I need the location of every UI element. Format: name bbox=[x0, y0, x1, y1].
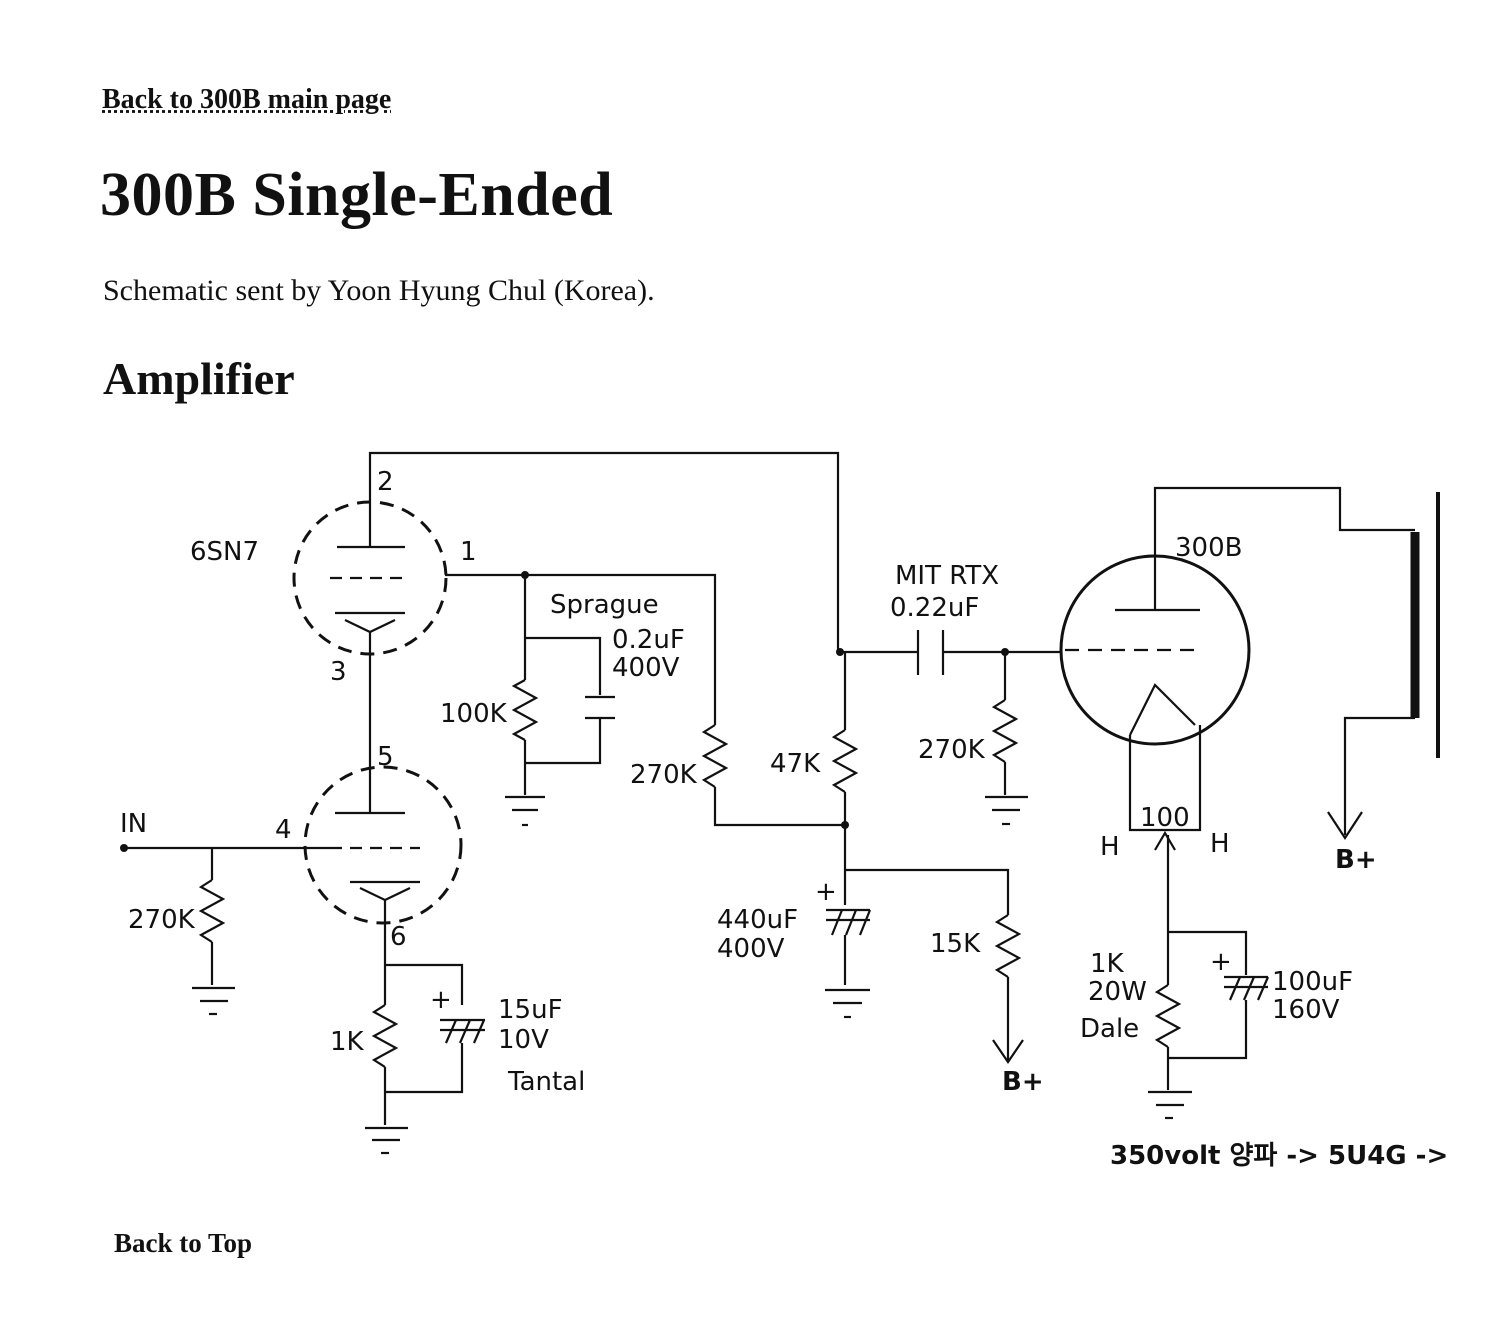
label-r-270k-mid: 270K bbox=[630, 760, 698, 790]
wire-sprague-bottom bbox=[525, 718, 602, 765]
arrow-bplus-right bbox=[1327, 811, 1363, 841]
junction-grid bbox=[521, 571, 529, 579]
label-c-cathode-voltage: 10V bbox=[498, 1025, 549, 1055]
label-r-grid-300b: 270K bbox=[918, 735, 986, 765]
cathode-upper-heater bbox=[344, 619, 396, 634]
resistor-1k-bias bbox=[1154, 984, 1182, 1048]
cap-15-plate2 bbox=[440, 1019, 486, 1044]
label-c-440-value: 440uF bbox=[717, 905, 798, 935]
cap-100-plate2 bbox=[1224, 976, 1270, 1001]
label-bplus-mid: B+ bbox=[1002, 1067, 1044, 1097]
wire-bias-cap-top bbox=[1168, 930, 1248, 975]
wire-filament-loop bbox=[1128, 725, 1202, 832]
label-pin-5: 5 bbox=[377, 742, 394, 772]
wire-cathode-cap-top bbox=[385, 963, 464, 1005]
label-r-hum: 100 bbox=[1140, 803, 1190, 833]
arrow-bplus-mid bbox=[992, 1039, 1024, 1064]
label-pin-1: 1 bbox=[460, 537, 477, 567]
label-pin-6: 6 bbox=[390, 922, 407, 952]
label-c-cathode-type: Tantal bbox=[507, 1067, 585, 1097]
section-heading: Amplifier bbox=[103, 353, 295, 404]
label-r-47k: 47K bbox=[770, 749, 821, 779]
label-plus-15: + bbox=[430, 985, 452, 1015]
resistor-15k bbox=[994, 914, 1022, 978]
label-coupling-brand: MIT RTX bbox=[895, 561, 999, 591]
label-pin-4: 4 bbox=[275, 815, 292, 845]
resistor-270k-grid bbox=[991, 699, 1019, 763]
wire-270k-mid-bottom bbox=[713, 787, 845, 827]
wire-cathode-cap-bottom bbox=[385, 1043, 464, 1094]
label-sprague-value: 0.2uF bbox=[612, 625, 685, 655]
label-sprague-voltage: 400V bbox=[612, 653, 680, 683]
hum-pot-wiper bbox=[1154, 830, 1176, 851]
resistor-270k-mid bbox=[701, 724, 729, 788]
label-c-bias-voltage: 160V bbox=[1272, 995, 1340, 1025]
label-sprague-brand: Sprague bbox=[550, 590, 659, 620]
resistor-100k bbox=[511, 679, 539, 741]
label-supply-note: 350volt 양파 -> 5U4G -> bbox=[1110, 1141, 1448, 1171]
label-r-plate1: 100K bbox=[440, 699, 508, 729]
label-r-15k: 15K bbox=[930, 929, 981, 959]
label-r-cathode: 1K bbox=[330, 1027, 365, 1057]
label-c-bias-value: 100uF bbox=[1272, 967, 1353, 997]
cathode-lower-heater bbox=[359, 887, 411, 902]
resistor-47k bbox=[831, 729, 859, 793]
filament-300b bbox=[1129, 683, 1196, 736]
resistor-270k-in bbox=[198, 879, 226, 943]
back-to-main-link[interactable]: Back to 300B main page bbox=[102, 84, 392, 115]
wire-plate-300b bbox=[1153, 486, 1415, 610]
wire-transformer-bplus bbox=[1343, 716, 1415, 835]
wire-bias-cap-bottom bbox=[1168, 1000, 1248, 1060]
label-coupling-value: 0.22uF bbox=[890, 593, 979, 623]
label-tube-300b: 300B bbox=[1175, 533, 1242, 563]
resistor-1k-cathode bbox=[371, 1004, 399, 1068]
label-tube-6sn7: 6SN7 bbox=[190, 537, 259, 567]
label-r-bias-value: 1K bbox=[1090, 949, 1125, 979]
wire-grid-to-270k bbox=[445, 573, 717, 725]
label-r-bias-brand: Dale bbox=[1080, 1014, 1139, 1044]
back-to-top-link[interactable]: Back to Top bbox=[114, 1228, 253, 1258]
label-heater-left: H bbox=[1100, 832, 1120, 862]
label-input: IN bbox=[120, 809, 147, 839]
label-heater-right: H bbox=[1210, 829, 1230, 859]
label-plus-100: + bbox=[1210, 947, 1232, 977]
label-pin-3: 3 bbox=[330, 657, 347, 687]
label-r-bias-power: 20W bbox=[1088, 977, 1147, 1007]
page-subtitle: Schematic sent by Yoon Hyung Chul (Korea… bbox=[103, 274, 655, 307]
label-c-cathode-value: 15uF bbox=[498, 995, 563, 1025]
junction-47k bbox=[841, 821, 849, 829]
wire-plate-top bbox=[368, 451, 840, 653]
wire-15k-top bbox=[845, 868, 1010, 915]
label-bplus-right: B+ bbox=[1335, 845, 1377, 875]
wire-sprague-top bbox=[525, 636, 602, 695]
label-plus-440: + bbox=[815, 877, 837, 907]
label-pin-2: 2 bbox=[377, 467, 394, 497]
cap-440-plate2 bbox=[826, 909, 872, 936]
page-title: 300B Single-Ended bbox=[100, 161, 614, 229]
label-r-in: 270K bbox=[128, 905, 196, 935]
label-c-440-voltage: 400V bbox=[717, 934, 785, 964]
tube-6sn7-lower-envelope bbox=[303, 765, 463, 925]
